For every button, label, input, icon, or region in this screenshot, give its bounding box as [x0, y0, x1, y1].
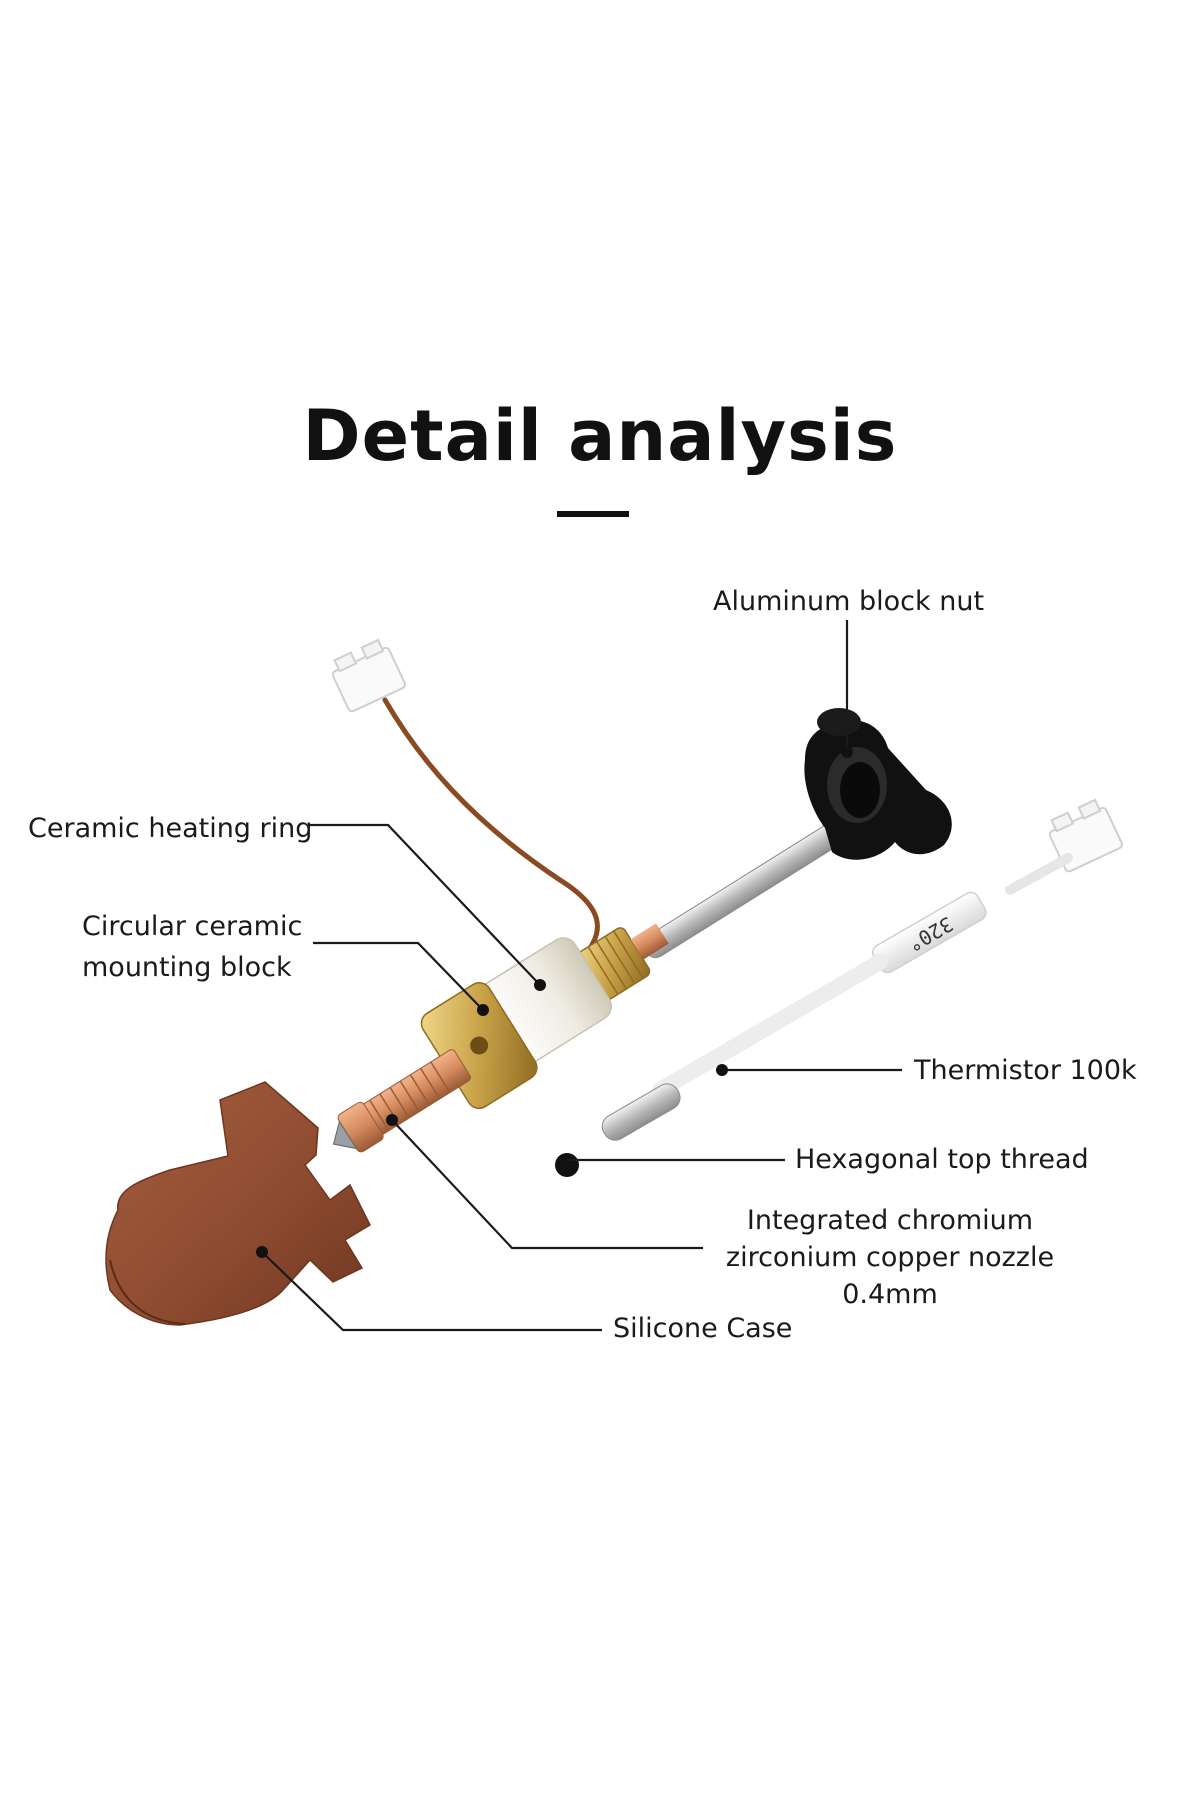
dot-thermistor — [716, 1064, 728, 1076]
label-thermistor: Thermistor 100k — [914, 1055, 1137, 1086]
leader-silicone-case — [261, 1251, 602, 1332]
label-nozzle: Integrated chromium zirconium copper noz… — [700, 1202, 1080, 1313]
dot-mounting-block — [477, 1004, 489, 1016]
label-circular-mounting-block: Circular ceramic mounting block — [82, 908, 302, 986]
dot-silicone-case — [256, 1246, 268, 1258]
label-aluminum-block-nut: Aluminum block nut — [713, 586, 985, 617]
label-circular-mounting-block-line1: Circular ceramic — [82, 911, 303, 942]
leader-ceramic-ring — [308, 823, 541, 986]
label-nozzle-line2: zirconium copper nozzle — [725, 1242, 1055, 1273]
hexagonal-top-thread-screw — [555, 1153, 579, 1177]
aluminum-block-nut — [804, 708, 952, 860]
copper-nozzle — [332, 1049, 471, 1153]
heater-wire — [382, 697, 600, 963]
heater-connector — [331, 638, 406, 713]
heatbreak-tube — [642, 822, 845, 959]
leader-mounting-block — [313, 941, 484, 1011]
dot-nozzle — [386, 1114, 398, 1126]
label-circular-mounting-block-line2: mounting block — [82, 952, 292, 983]
thermistor-wire — [1005, 853, 1073, 895]
leader-nozzle — [391, 1119, 703, 1250]
label-nozzle-line1: Integrated chromium — [746, 1205, 1034, 1236]
title-underline — [557, 511, 629, 517]
silicone-case — [105, 1081, 371, 1326]
dot-ceramic-ring — [534, 979, 546, 991]
leader-lines — [256, 620, 902, 1332]
thermistor-cable — [652, 954, 888, 1098]
label-nozzle-line3: 0.4mm — [842, 1279, 938, 1310]
thermistor-probe — [601, 1083, 681, 1141]
page-title: Detail analysis — [302, 395, 898, 477]
dot-aluminum-nut — [841, 746, 853, 758]
label-hexagonal-top-thread: Hexagonal top thread — [795, 1144, 1089, 1175]
label-silicone-case: Silicone Case — [613, 1313, 793, 1344]
label-ceramic-heating-ring: Ceramic heating ring — [28, 813, 313, 844]
